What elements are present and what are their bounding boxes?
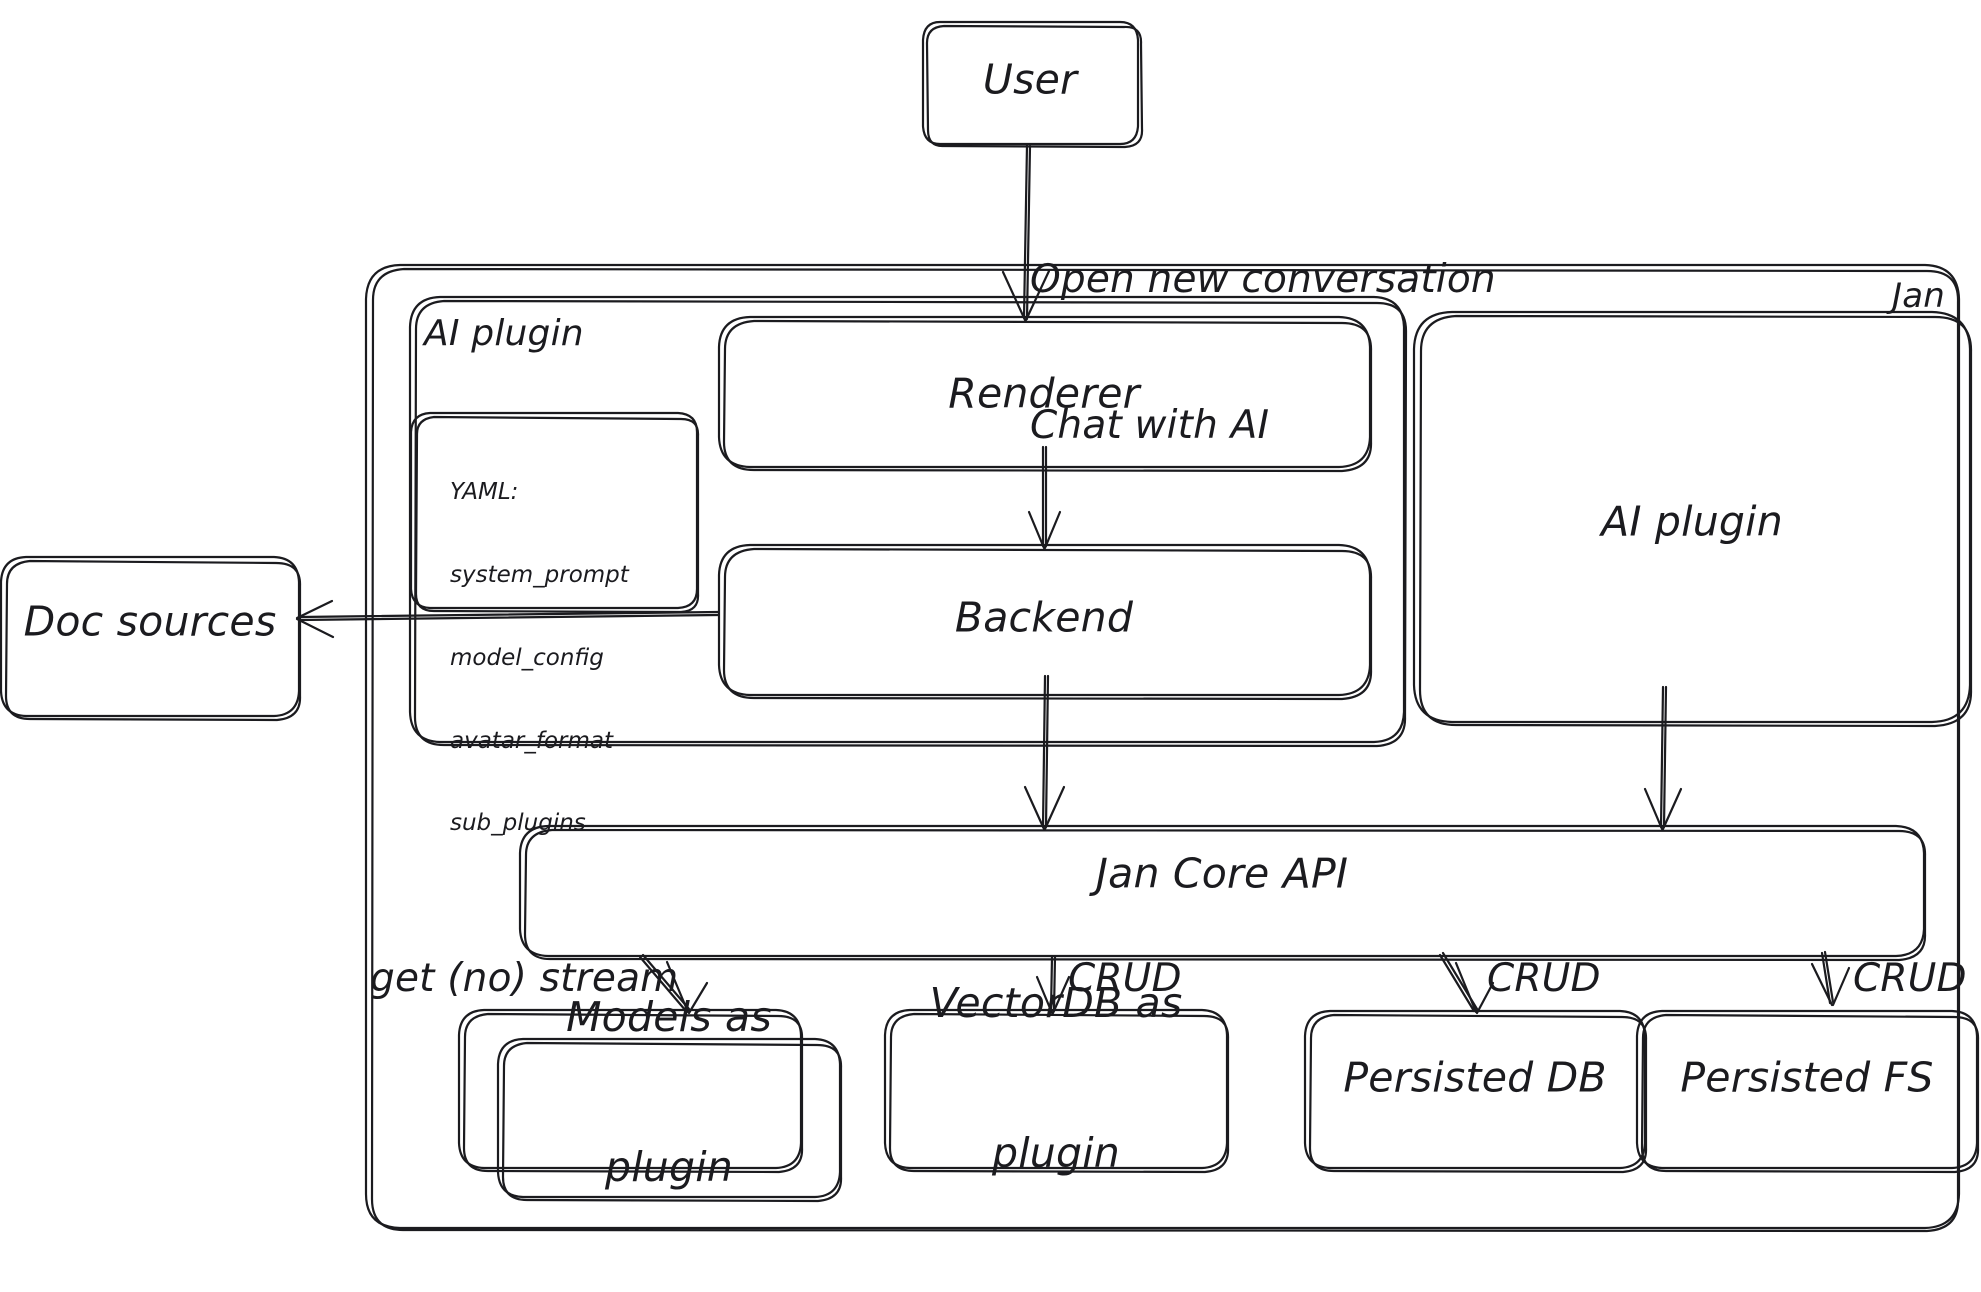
edge-label-line-2: Chat with AI <box>1030 402 1270 448</box>
backend-box-outline <box>717 543 1373 701</box>
models-as-plugin-label-line-1: Models as <box>566 992 772 1041</box>
models-as-plugin-label-line-2: plugin <box>604 1143 733 1192</box>
arrow-ai-plugin-to-jan-core-api <box>1643 685 1683 831</box>
arrow-jan-core-api-to-models <box>638 953 709 1015</box>
renderer-box-outline <box>717 315 1373 473</box>
arrow-jan-core-api-to-vectordb <box>1035 955 1071 1015</box>
edge-label-crud-vectordb: CRUD <box>1068 956 1182 1001</box>
edge-label-crud-persisted-fs: CRUD <box>1853 956 1967 1001</box>
yaml-line-2: model_config <box>450 644 604 671</box>
vectordb-as-plugin-label-line-1: VectorDB as <box>929 978 1183 1027</box>
yaml-line-3: avatar_format <box>450 727 614 754</box>
jan-container-label: Jan <box>1892 276 1946 316</box>
arrow-backend-to-doc-sources <box>295 599 720 639</box>
ai-plugin-box-outline <box>1412 310 1973 728</box>
models-as-plugin-back-card-outline <box>457 1008 804 1174</box>
yaml-line-1: system_prompt <box>450 561 629 588</box>
vectordb-as-plugin-label: VectorDB as plugin <box>930 878 1183 1278</box>
renderer-label: Renderer <box>948 369 1140 418</box>
persisted-fs-box-outline <box>1635 1009 1980 1174</box>
arrow-user-to-renderer <box>1001 143 1051 322</box>
persisted-fs-label: Persisted FS <box>1680 1053 1934 1102</box>
backend-label: Backend <box>954 593 1134 642</box>
doc-sources-label: Doc sources <box>23 597 277 646</box>
user-box-outline <box>921 20 1144 149</box>
vectordb-as-plugin-label-line-2: plugin <box>991 1129 1121 1178</box>
vectordb-as-plugin-box-outline <box>883 1008 1230 1174</box>
models-as-plugin-front-card-outline <box>496 1037 843 1203</box>
jan-core-api-label: Jan Core API <box>1095 849 1349 898</box>
edge-label-get-no-stream: get (no) stream <box>370 956 679 1001</box>
arrow-backend-to-jan-core-api <box>1023 674 1066 831</box>
edge-label-open-new-conversation: Open new conversation Chat with AI <box>1030 158 1496 548</box>
edge-label-crud-persisted-db: CRUD <box>1487 956 1601 1001</box>
yaml-line-4: sub_plugins <box>450 810 586 837</box>
persisted-db-box-outline <box>1303 1009 1648 1174</box>
yaml-line-0: YAML: <box>450 479 519 506</box>
ai-plugin-box-label: AI plugin <box>1601 497 1783 546</box>
jan-core-api-box-outline <box>518 824 1927 962</box>
persisted-db-label: Persisted DB <box>1343 1053 1607 1102</box>
jan-container-outline <box>364 263 1961 1233</box>
edge-label-line-1: Open new conversation <box>1030 256 1496 302</box>
yaml-note-text: YAML: system_prompt model_config avatar_… <box>450 424 629 893</box>
arrow-jan-core-api-to-persisted-db <box>1438 951 1495 1015</box>
user-label: User <box>982 55 1078 104</box>
arrow-jan-core-api-to-persisted-fs <box>1810 950 1851 1007</box>
diagram-strokes <box>0 20 1980 1233</box>
ai-plugin-container-outline <box>408 295 1408 748</box>
doc-sources-box-outline <box>0 555 302 722</box>
arrow-renderer-to-backend <box>1027 445 1062 550</box>
diagram-canvas: User Jan AI plugin Open new conversation… <box>0 20 1980 1233</box>
ai-plugin-container-label: AI plugin <box>424 313 584 354</box>
models-as-plugin-label: Models as plugin <box>566 892 772 1292</box>
